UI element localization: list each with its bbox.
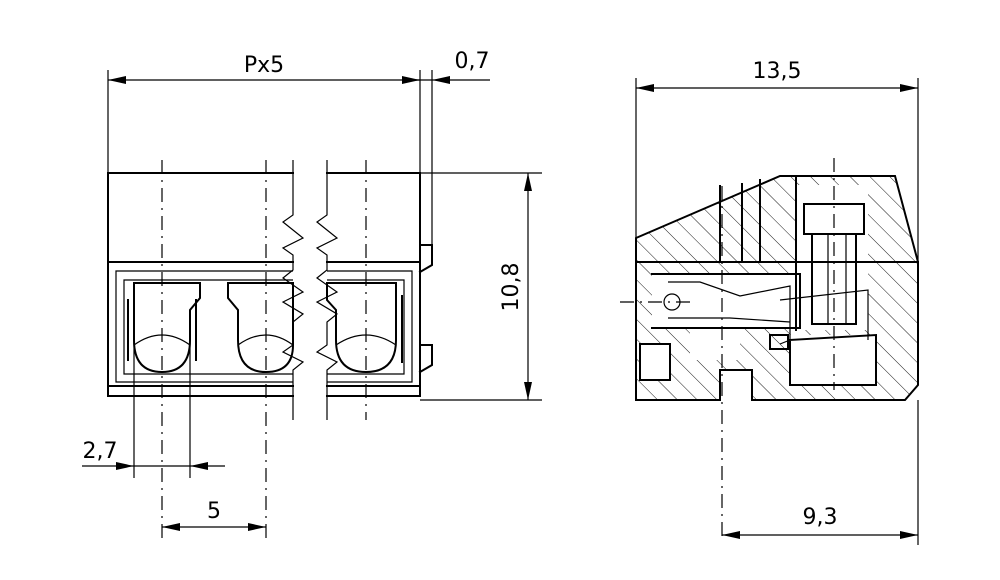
label-height: 10,8 xyxy=(499,263,524,312)
dimension-pin-offset: 9,3 xyxy=(722,400,919,545)
label-offset: 0,7 xyxy=(455,49,490,74)
dimension-total-depth: 13,5 xyxy=(635,59,919,262)
label-pitch: 5 xyxy=(207,499,221,524)
dimension-offset: 0,7 xyxy=(412,49,490,245)
dimension-pitch: 5 xyxy=(162,499,266,531)
label-pin-offset: 9,3 xyxy=(803,505,838,530)
slot-2 xyxy=(227,282,294,374)
label-hole-diameter: 2,7 xyxy=(83,439,118,464)
label-total-depth: 13,5 xyxy=(753,59,802,84)
dimension-height: 10,8 xyxy=(420,172,542,401)
side-section-view xyxy=(620,158,919,540)
dimension-pitch-width: Px5 xyxy=(107,53,421,173)
dimension-hole-diameter: 2,7 xyxy=(82,340,225,478)
label-pitch-width: Px5 xyxy=(244,53,284,78)
slot-1 xyxy=(127,282,201,374)
slot-3 xyxy=(326,282,403,374)
front-view xyxy=(107,160,433,540)
